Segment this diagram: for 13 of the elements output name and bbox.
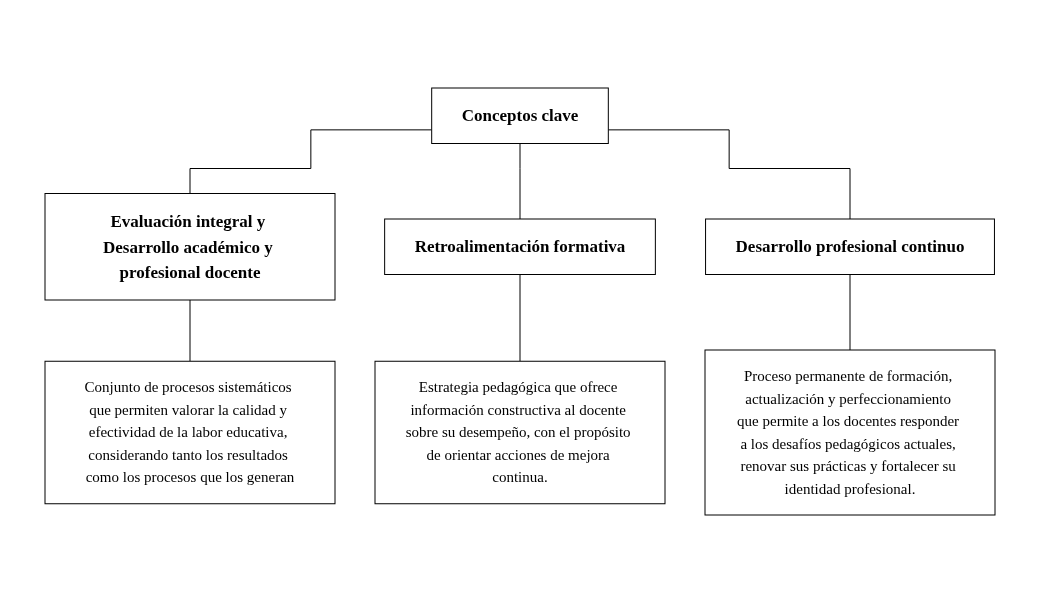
node-box: Conjunto de procesos sistemáticos que permiten valorar la calidad y efectividad de la labor educativa, considerando tanto los resultados como los procesos que los generan [44,360,336,504]
connector [519,273,521,362]
connector [607,128,851,219]
node-box: Estrategia pedagógica que ofrece información constructiva al docente sobre su desempeño, con el propósito de orientar acciones de mejora continua. [374,360,666,504]
connector [189,128,433,194]
connector [189,299,191,362]
connector [849,273,851,350]
node-box: Proceso permanente de formación, actualización y perfeccionamiento que permite a los docentes responder a los desafíos pedagógicos actuales, renovar sus prácticas y fortalecer su identidad profesional. [704,349,996,515]
connector [519,142,521,219]
node-box: Retroalimentación formativa [384,218,656,275]
node-box: Conceptos clave [431,87,609,144]
node-box: Evaluación integral y Desarrollo académico y profesional docente [44,192,336,300]
node-box: Desarrollo profesional continuo [705,218,995,275]
